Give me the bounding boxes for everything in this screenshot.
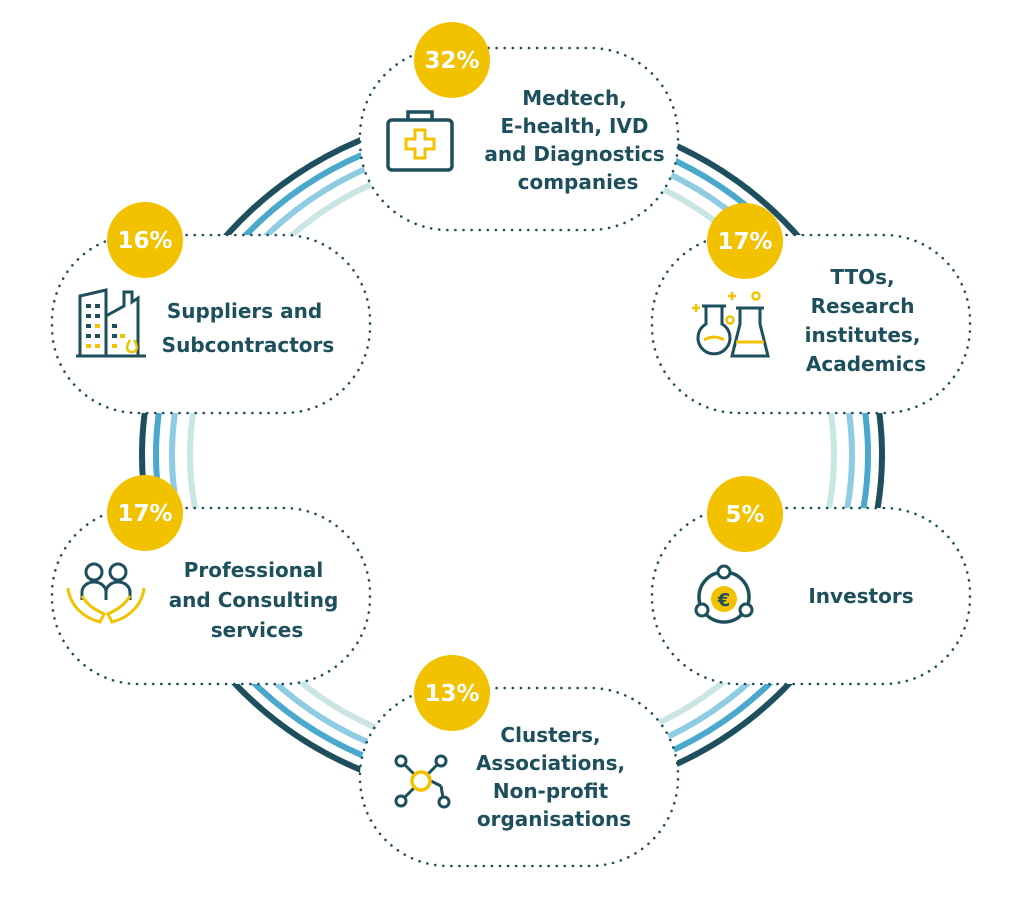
medical-kit-icon: [386, 110, 454, 172]
segment-clusters-bubble: [358, 686, 680, 868]
segment-ttos-percent: 17%: [717, 229, 772, 255]
segment-medtech-percent: 32%: [424, 48, 479, 74]
segment-clusters: Clusters, Associations, Non-profit organ…: [358, 655, 680, 868]
segment-ttos-label: TTOs, Research institutes, Academics: [805, 265, 928, 376]
svg-text:€: €: [717, 590, 731, 611]
segment-ttos: TTOs, Research institutes, Academics 17%: [650, 203, 972, 415]
segment-suppliers: Suppliers and Subcontractors 16%: [50, 202, 372, 415]
segment-investors-bubble: [650, 506, 972, 686]
segment-ttos-badge: [707, 203, 783, 279]
segment-clusters-badge: [414, 655, 490, 731]
euro-cycle-icon: €: [694, 564, 754, 624]
segment-investors-percent: 5%: [725, 502, 764, 528]
segment-clusters-label: Clusters, Associations, Non-profit organ…: [476, 723, 632, 831]
segment-professional-percent: 17%: [117, 501, 172, 527]
segment-suppliers-percent: 16%: [117, 228, 172, 254]
segment-suppliers-label: Suppliers and Subcontractors: [162, 299, 335, 357]
segment-medtech-badge: [414, 22, 490, 98]
segment-investors-label: Investors: [808, 584, 913, 608]
segment-medtech: Medtech, E-health, IVD and Diagnostics c…: [358, 22, 680, 232]
segment-medtech-label: Medtech, E-health, IVD and Diagnostics c…: [484, 86, 671, 194]
segment-professional: Professional and Consulting services 17%: [50, 475, 372, 686]
segment-professional-label: Professional and Consulting services: [169, 558, 346, 642]
segment-investors-badge: [707, 476, 783, 552]
lab-flasks-icon: [692, 291, 770, 358]
network-nodes-icon: [394, 754, 451, 809]
segment-professional-badge: [107, 475, 183, 551]
segment-clusters-percent: 13%: [424, 681, 479, 707]
segment-suppliers-badge: [107, 202, 183, 278]
segment-professional-bubble: [50, 506, 372, 686]
segment-ttos-bubble: [650, 233, 972, 415]
factory-buildings-icon: [76, 288, 146, 358]
segment-investors: € Investors 5%: [650, 476, 972, 686]
people-in-hands-icon: [66, 562, 146, 624]
segment-suppliers-bubble: [50, 233, 372, 415]
